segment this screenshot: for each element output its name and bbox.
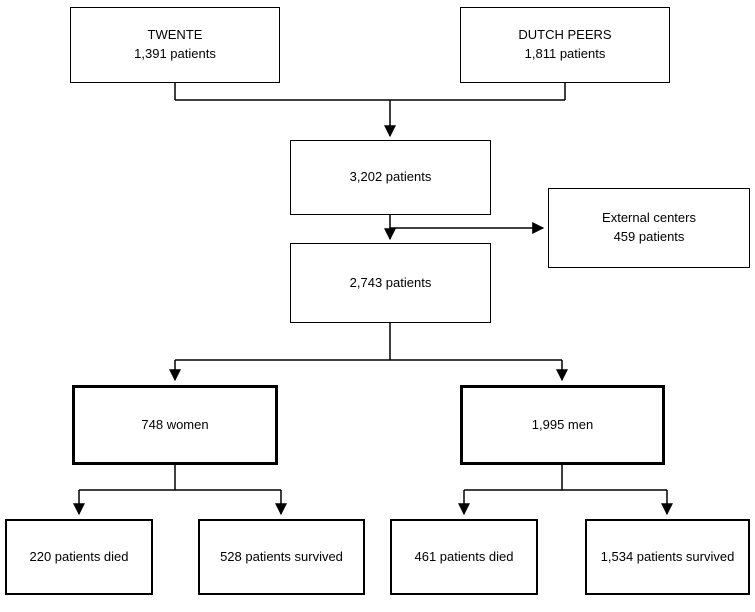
box-external-title: External centers (602, 210, 696, 226)
box-twente-count: 1,391 patients (134, 46, 216, 61)
box-dutch-peers-title: DUTCH PEERS (518, 27, 612, 43)
box-included-count: 2,743 patients (349, 274, 432, 290)
box-women-count: 748 women (141, 416, 209, 432)
box-men-survived-count: 1,534 patients survived (600, 548, 735, 564)
box-dutch-peers: DUTCH PEERS 1,811 patients (460, 7, 670, 83)
box-women-survived-count: 528 patients survived (220, 548, 343, 564)
box-women-survived: 528 patients survived (198, 519, 365, 595)
box-men-died: 461 patients died (390, 519, 538, 595)
box-women-died: 220 patients died (5, 519, 153, 595)
box-women: 748 women (72, 385, 278, 465)
box-combined-count: 3,202 patients (349, 169, 432, 185)
box-men-count: 1,995 men (531, 416, 594, 432)
box-women-died-count: 220 patients died (29, 548, 129, 564)
box-twente-title: TWENTE (147, 27, 203, 43)
box-combined-patients: 3,202 patients (290, 140, 491, 215)
box-dutch-peers-count: 1,811 patients (524, 46, 606, 61)
box-men: 1,995 men (460, 385, 665, 465)
box-twente: TWENTE 1,391 patients (70, 7, 280, 83)
box-men-died-count: 461 patients died (414, 548, 514, 564)
box-external-count: 459 patients (613, 229, 685, 244)
box-included-patients: 2,743 patients (290, 243, 491, 323)
box-men-survived: 1,534 patients survived (585, 519, 750, 595)
box-external-centers: External centers 459 patients (548, 188, 750, 268)
